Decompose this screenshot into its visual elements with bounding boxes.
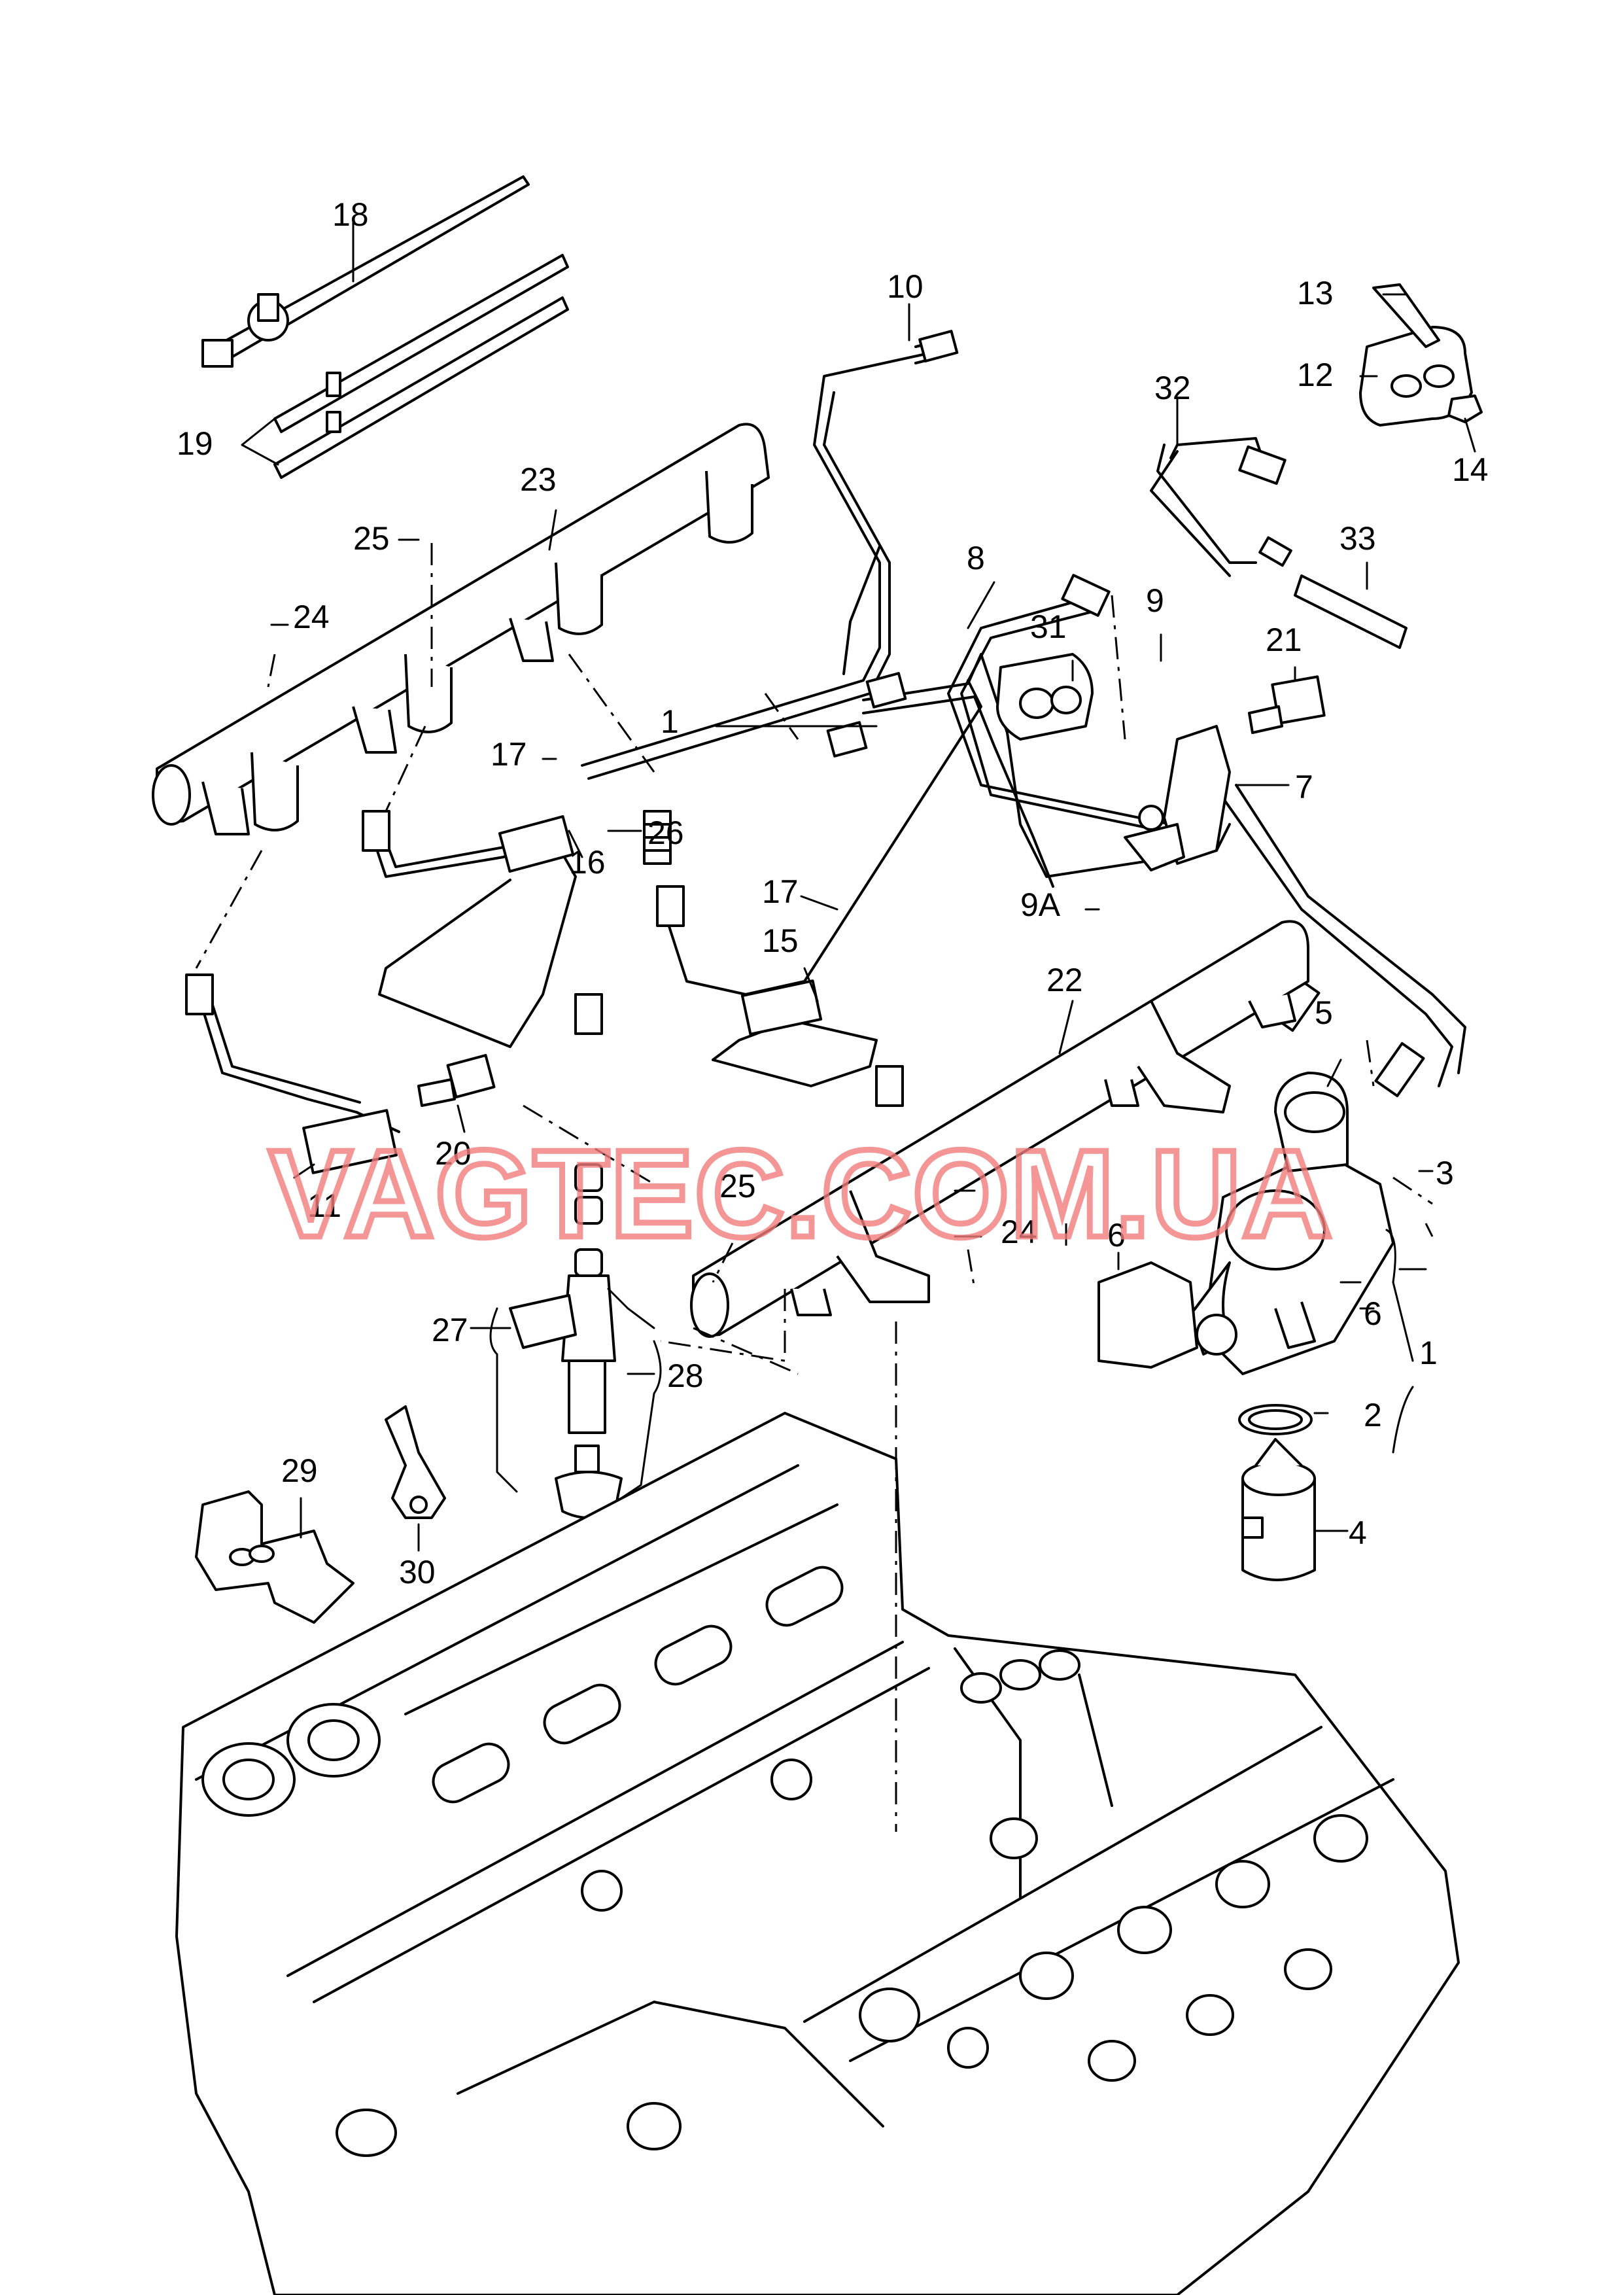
bolt-13	[1372, 283, 1440, 348]
fuel-rail-22	[690, 920, 1309, 1338]
pressure-block-7	[1124, 725, 1231, 871]
roller-tappet-4	[1241, 1438, 1316, 1581]
injector-27	[509, 1163, 623, 1519]
o-ring-2	[1238, 1404, 1313, 1435]
label-29: 29	[281, 1452, 318, 1489]
label-6a: 6	[1107, 1217, 1126, 1253]
label-30: 30	[399, 1554, 436, 1590]
label-2: 2	[1364, 1397, 1382, 1433]
label-8: 8	[967, 540, 985, 576]
cylinder-head-ports	[201, 1566, 1368, 2157]
label-33: 33	[1339, 520, 1376, 557]
label-21: 21	[1266, 622, 1302, 658]
cable-tie-19	[273, 254, 569, 479]
fuel-rail-23	[152, 423, 770, 835]
high-pressure-pump-1	[1189, 1072, 1394, 1375]
label-14: 14	[1452, 451, 1489, 488]
label-32: 32	[1154, 370, 1191, 406]
label-15: 15	[762, 922, 799, 959]
label-24b: 24	[1001, 1214, 1037, 1250]
clip-31	[996, 653, 1094, 741]
label-17a: 17	[491, 736, 527, 773]
label-18: 18	[332, 196, 369, 233]
label-25a: 25	[353, 520, 390, 557]
label-25b: 25	[719, 1168, 756, 1204]
label-27: 27	[432, 1312, 468, 1348]
label-6b: 6	[1364, 1295, 1382, 1332]
watermark: VAGTEC.COM.UA	[269, 1125, 1334, 1263]
bracket-29	[195, 1490, 354, 1624]
label-16: 16	[569, 844, 606, 881]
sensor-20	[417, 1054, 496, 1107]
solenoid-6	[1097, 1261, 1198, 1369]
leader-lines	[241, 221, 1476, 1552]
label-19: 19	[177, 425, 213, 462]
sleeve-33	[1294, 574, 1408, 649]
label-28: 28	[667, 1358, 704, 1394]
callout-labels: 18 19 23 25 24 10 13 12 14 32 33 8 9 31 …	[177, 196, 1489, 1590]
label-22: 22	[1046, 962, 1083, 998]
dashed-centerlines	[195, 543, 1434, 1832]
label-9: 9	[1146, 582, 1164, 619]
label-11: 11	[307, 1187, 341, 1224]
label-3: 3	[1436, 1155, 1454, 1191]
label-1b: 1	[1419, 1335, 1438, 1371]
bracket-30	[385, 1405, 446, 1519]
label-24a: 24	[293, 599, 330, 635]
label-17b: 17	[762, 873, 799, 910]
label-10: 10	[887, 268, 924, 305]
label-7: 7	[1295, 769, 1313, 805]
sensor-21	[1248, 675, 1326, 734]
label-5: 5	[1315, 994, 1333, 1031]
label-12: 12	[1297, 357, 1334, 393]
label-4: 4	[1349, 1515, 1367, 1551]
label-26: 26	[648, 815, 684, 851]
label-31: 31	[1030, 608, 1067, 645]
connector-26	[643, 810, 672, 865]
label-13: 13	[1297, 275, 1334, 311]
nut-14	[1447, 394, 1483, 423]
label-20: 20	[435, 1135, 472, 1172]
label-1a: 1	[661, 703, 679, 740]
label-23: 23	[520, 461, 557, 498]
label-9a: 9A	[1020, 886, 1061, 923]
cable-tie-18	[201, 175, 530, 368]
engine-block	[175, 1412, 1460, 2295]
